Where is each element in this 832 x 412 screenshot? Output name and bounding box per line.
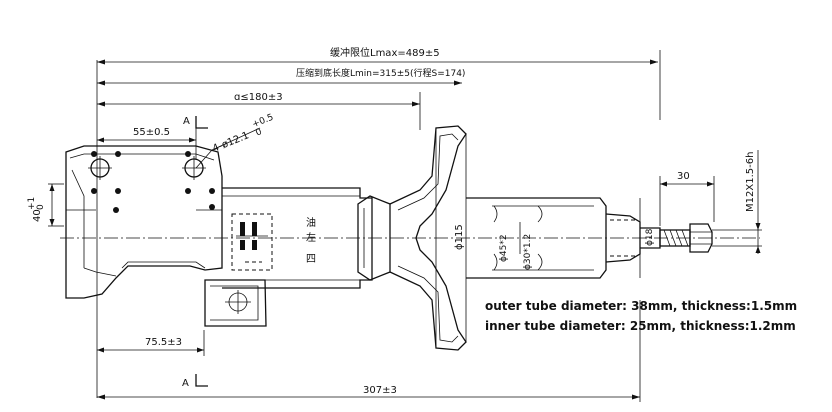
overall-length-label: 307±3	[363, 385, 397, 396]
section-mark-bottom-label: A	[182, 378, 189, 389]
thread-length-label: 30	[677, 171, 690, 182]
bolt-spacing-label: 55±0.5	[133, 127, 170, 138]
hole-tol-lower: 0	[254, 127, 263, 139]
bracket-height-tol-lower: 0	[36, 204, 46, 210]
inner-body-label: ϕ30*1.2	[523, 234, 533, 270]
dim-bracket-height: 40 +1 0	[27, 183, 64, 227]
outer-body-label: ϕ45*2	[499, 234, 509, 262]
piston-rod: ϕ18	[639, 198, 713, 278]
dim-compressed-length: 压缩到底长度Lmin=315±5(行程S=174)	[97, 67, 465, 86]
dim-mount-offset: ɑ≤180±3	[97, 92, 421, 130]
section-mark-bottom: A	[182, 374, 208, 389]
dim-thread-length: 30	[659, 171, 715, 226]
knuckle-bracket	[65, 145, 267, 327]
tube-notes: outer tube diameter: 38mm, thickness:1.5…	[485, 299, 797, 333]
dim-hole-spec: 4-ø12.1 +0.5 0	[195, 113, 275, 169]
dim-bracket-to-center: 75.5±3	[97, 330, 205, 356]
dim-free-length: 缓冲限位Lmax=489±5	[96, 46, 661, 398]
hole-tol-upper: +0.5	[251, 113, 275, 130]
thread-spec-label: M12X1.5-6h	[745, 152, 756, 212]
mount-offset-label: ɑ≤180±3	[234, 92, 283, 103]
bracket-height-tol-upper: +1	[27, 197, 37, 210]
body-char-1: 油	[306, 216, 316, 229]
spring-seat: ϕ115	[389, 125, 467, 351]
inner-tube-note: inner tube diameter: 25mm, thickness:1.2…	[485, 319, 796, 333]
bracket-height-label: 40	[32, 209, 43, 222]
body-char-2: 左	[306, 231, 316, 244]
dim-overall-length: 307±3	[97, 300, 641, 402]
cylinder-body: 油 左 四	[60, 187, 760, 289]
compressed-length-label: 压缩到底长度Lmin=315±5(行程S=174)	[296, 67, 465, 79]
outer-tube: ϕ45*2 ϕ30*1.2	[466, 197, 641, 279]
body-char-3: 四	[306, 254, 316, 265]
outer-tube-note: outer tube diameter: 38mm, thickness:1.5…	[485, 299, 797, 313]
free-length-label: 缓冲限位Lmax=489±5	[330, 46, 440, 59]
bracket-to-center-label: 75.5±3	[145, 337, 182, 348]
spring-seat-label: ϕ115	[454, 224, 465, 250]
rod-diameter-label: ϕ18	[645, 228, 655, 246]
section-mark-top: A	[183, 116, 208, 129]
section-mark-top-label: A	[183, 116, 190, 127]
dim-thread-spec: M12X1.5-6h	[712, 150, 762, 254]
